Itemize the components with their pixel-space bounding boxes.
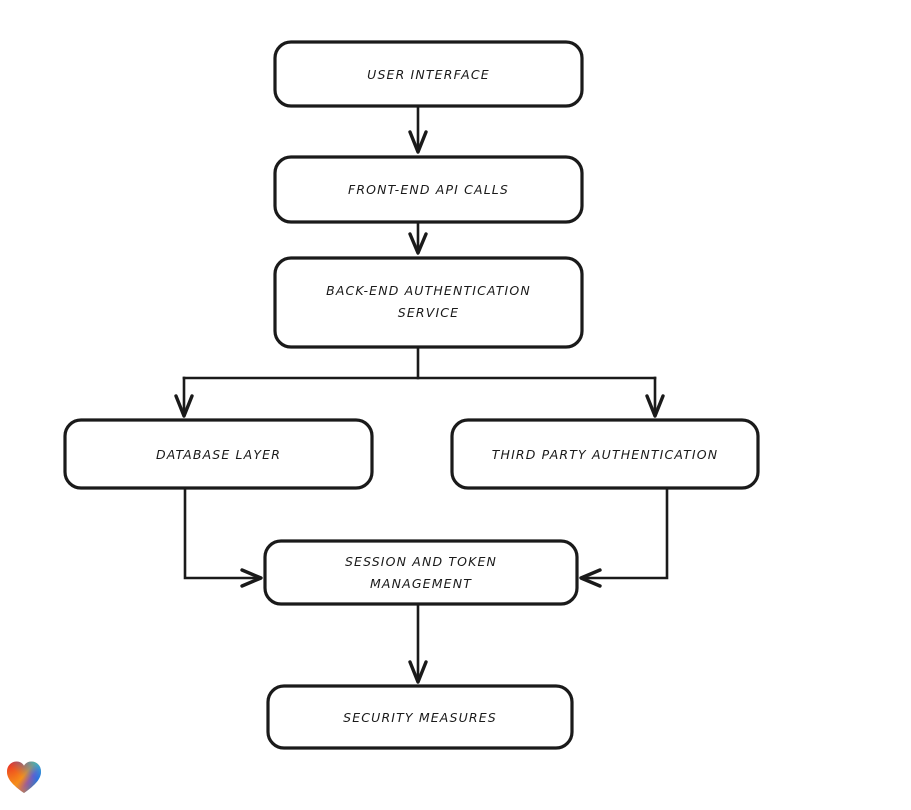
- node-front-end-api-calls-label: FRONT-END API CALLS: [348, 182, 509, 197]
- node-user-interface-box[interactable]: [273, 40, 584, 108]
- node-security-measures-box[interactable]: [266, 684, 574, 750]
- node-third-party-authentication-label: THIRD PARTY AUTHENTICATION: [492, 447, 719, 462]
- node-security-measures-label: SECURITY MEASURES: [343, 710, 497, 725]
- node-user-interface-label: USER INTERFACE: [367, 67, 490, 82]
- node-front-end-api-calls[interactable]: FRONT-END API CALLS: [273, 155, 584, 224]
- node-database-layer-box[interactable]: [63, 418, 374, 490]
- edge-thirdparty-to-session: [579, 486, 669, 588]
- node-third-party-authentication[interactable]: THIRD PARTY AUTHENTICATION: [450, 418, 760, 490]
- edge-backend-to-thirdparty: [645, 376, 665, 418]
- heart-icon: [7, 761, 41, 793]
- edge-backend-to-database: [174, 376, 194, 418]
- node-session-and-token-management-box[interactable]: [263, 539, 579, 606]
- node-database-layer-label: DATABASE LAYER: [156, 447, 281, 462]
- node-back-end-authentication-service-label-line1: BACK-END AUTHENTICATION: [326, 283, 531, 298]
- heart-watermark: [6, 760, 42, 794]
- node-user-interface[interactable]: USER INTERFACE: [273, 40, 584, 108]
- node-security-measures[interactable]: SECURITY MEASURES: [266, 684, 574, 750]
- node-back-end-authentication-service-box[interactable]: [273, 256, 584, 349]
- edge-session-to-security: [408, 602, 428, 684]
- node-front-end-api-calls-box[interactable]: [273, 155, 584, 224]
- edge-database-to-session: [183, 486, 263, 588]
- node-database-layer[interactable]: DATABASE LAYER: [63, 418, 374, 490]
- node-back-end-authentication-service[interactable]: BACK-END AUTHENTICATION SERVICE: [273, 256, 584, 349]
- edge-backend-split-trunk: [182, 345, 657, 380]
- node-third-party-authentication-box[interactable]: [450, 418, 760, 490]
- node-session-and-token-management-label-line1: SESSION AND TOKEN: [345, 554, 497, 569]
- edge-api-to-backend: [408, 220, 428, 255]
- edge-ui-to-api: [408, 104, 428, 154]
- node-session-and-token-management-label-line2: MANAGEMENT: [370, 576, 472, 591]
- node-session-and-token-management[interactable]: SESSION AND TOKEN MANAGEMENT: [263, 539, 579, 606]
- node-back-end-authentication-service-label-line2: SERVICE: [398, 305, 459, 320]
